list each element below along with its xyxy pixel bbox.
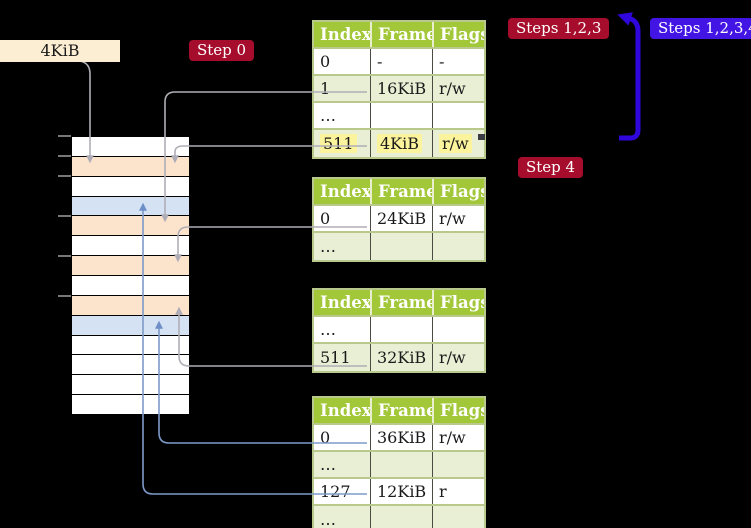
- table-cell: 4KiB: [370, 130, 432, 157]
- tick-mark: [58, 255, 71, 257]
- column-header: Frame: [370, 179, 432, 204]
- memory-frame-row: [72, 295, 189, 316]
- table-cell: [370, 103, 432, 128]
- column-header: Frame: [370, 398, 432, 423]
- table-cell: …: [320, 455, 336, 474]
- page-table-2: IndexFrameFlags 0 24KiBr/w …: [312, 177, 486, 262]
- table-cell: r/w: [432, 206, 484, 231]
- column-header: Flags: [432, 179, 484, 204]
- table-cell: r/w: [432, 130, 484, 157]
- table-cell: [370, 452, 432, 477]
- table-cell: 127: [320, 482, 351, 501]
- table-cell: 16KiB: [370, 76, 432, 101]
- table-row: …: [314, 452, 484, 479]
- table-cell: -: [432, 49, 484, 74]
- table-header-row: IndexFrameFlags: [314, 290, 484, 317]
- tick-mark: [58, 135, 71, 137]
- table-header-row: IndexFrameFlags: [314, 179, 484, 206]
- column-header: Flags: [432, 290, 484, 315]
- badge-steps-1-2-3: Steps 1,2,3: [508, 18, 610, 39]
- memory-frame-row: [72, 137, 189, 157]
- table-cell: 24KiB: [370, 206, 432, 231]
- table-cell: …: [320, 320, 336, 339]
- memory-frame-row: [72, 196, 189, 217]
- table-cell: 1: [320, 79, 331, 98]
- tick-mark: [58, 175, 71, 177]
- frame-size-label: 4KiB: [40, 41, 80, 60]
- highlighted-value: 4KiB: [377, 134, 423, 153]
- column-header: Index: [320, 401, 370, 420]
- table-cell: r/w: [432, 344, 484, 371]
- table-cell: 32KiB: [370, 344, 432, 371]
- table-row: 511 4KiB r/w: [314, 130, 484, 157]
- memory-frame-row: [72, 315, 189, 336]
- memory-frame-row: [72, 216, 189, 237]
- memory-frame-row: [72, 375, 189, 396]
- memory-frame-row: [72, 176, 189, 197]
- badge-steps-1-2-3-4: Steps 1,2,3,4: [650, 18, 751, 39]
- table-cell: [432, 506, 484, 528]
- table-cell: [432, 103, 484, 128]
- table-cell: r/w: [432, 425, 484, 450]
- column-header: Index: [320, 293, 370, 312]
- table-row: …: [314, 506, 484, 528]
- column-header: Index: [320, 25, 370, 44]
- table-row: 0 --: [314, 49, 484, 76]
- table-cell: …: [320, 510, 336, 528]
- table-row: …: [314, 103, 484, 130]
- column-header: Index: [320, 182, 370, 201]
- highlighted-value: r/w: [439, 134, 472, 153]
- table-cell: [432, 317, 484, 342]
- tick-mark: [58, 155, 71, 157]
- memory-frame-row: [72, 355, 189, 376]
- column-header: Flags: [432, 398, 484, 423]
- column-header: Frame: [370, 22, 432, 47]
- table-cell: -: [370, 49, 432, 74]
- memory-frame-row: [72, 276, 189, 296]
- tick-mark: [58, 295, 71, 297]
- table-cell: r: [432, 479, 484, 504]
- table-header-row: IndexFrameFlags: [314, 398, 484, 425]
- table-row: …: [314, 233, 484, 260]
- table-cell: [370, 233, 432, 260]
- table-cell: 511: [320, 348, 351, 367]
- memory-frame-row: [72, 156, 189, 177]
- frame-size-label-box: 4KiB: [0, 40, 120, 62]
- table-cell: 0: [320, 52, 331, 71]
- physical-memory-column: [71, 136, 190, 415]
- table-cell: 0: [320, 209, 331, 228]
- memory-frame-row: [72, 335, 189, 356]
- table-header-row: IndexFrameFlags: [314, 22, 484, 49]
- table-cell: 36KiB: [370, 425, 432, 450]
- tick-mark: [58, 215, 71, 217]
- table-cell: 0: [320, 428, 331, 447]
- memory-frame-row: [72, 236, 189, 257]
- table-cell: [432, 233, 484, 260]
- column-header: Frame: [370, 290, 432, 315]
- table-cell: [432, 452, 484, 477]
- table-row: …: [314, 317, 484, 344]
- table-cell: 511: [314, 130, 370, 157]
- table-cell: …: [320, 237, 336, 256]
- table-cell: 12KiB: [370, 479, 432, 504]
- memory-frame-row: [72, 256, 189, 277]
- table-cell: [370, 317, 432, 342]
- table-cell: r/w: [432, 76, 484, 101]
- badge-step-0: Step 0: [189, 40, 255, 61]
- table-cell: …: [320, 106, 336, 125]
- highlighted-value: 511: [320, 134, 357, 153]
- column-header: Flags: [432, 22, 484, 47]
- recursive-loop-arrow: [617, 12, 641, 141]
- badge-step-4: Step 4: [518, 157, 584, 178]
- table-cell: [370, 506, 432, 528]
- memory-frame-row: [72, 395, 189, 415]
